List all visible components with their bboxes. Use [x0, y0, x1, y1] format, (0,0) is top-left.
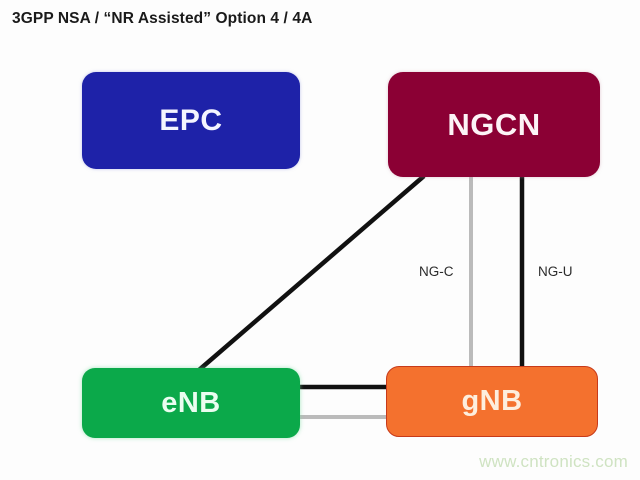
node-ngcn-label: NGCN: [447, 107, 541, 142]
watermark: www.cntronics.com: [479, 452, 628, 471]
node-ngcn[interactable]: NGCN: [388, 72, 600, 177]
link-ngcn-enb: [197, 174, 426, 372]
link-label-ngc: NG-C: [419, 264, 454, 279]
node-epc-label: EPC: [159, 103, 223, 137]
link-label-ngu: NG-U: [538, 264, 573, 279]
node-enb-label: eNB: [161, 386, 221, 419]
node-epc[interactable]: EPC: [82, 72, 300, 169]
page-title: 3GPP NSA / “NR Assisted” Option 4 / 4A: [12, 10, 313, 27]
node-gnb-label: gNB: [461, 385, 523, 417]
node-gnb[interactable]: gNB: [386, 366, 598, 437]
node-enb[interactable]: eNB: [82, 368, 300, 438]
